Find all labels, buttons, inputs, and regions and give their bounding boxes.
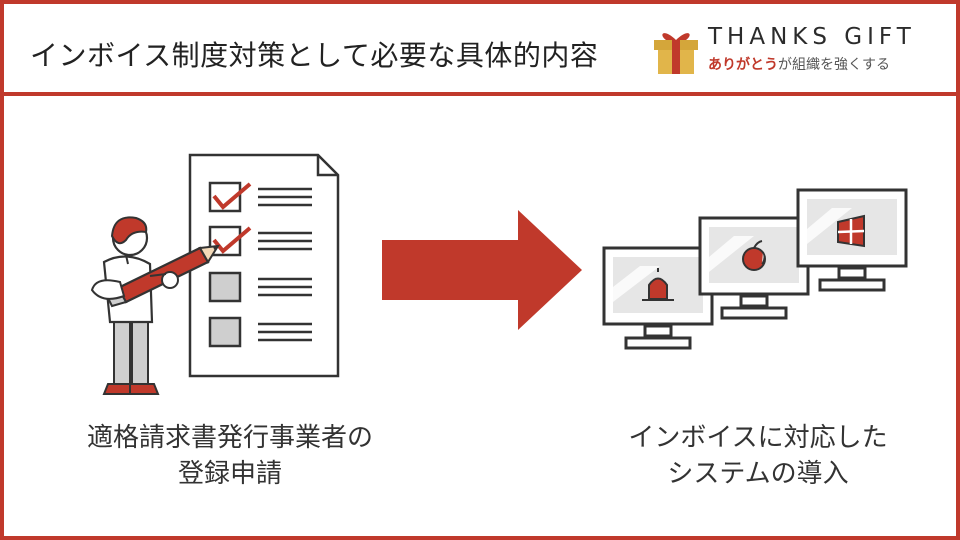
logo-tagline: ありがとうが組織を強くする <box>708 54 890 74</box>
right-caption-line-1: インボイスに対応した <box>628 423 888 453</box>
checkbox-checked-1-icon <box>208 181 252 213</box>
header-bar: インボイス制度対策として必要な具体的内容 THANKS GIFT ありがとうが組… <box>4 4 956 96</box>
page-title: インボイス制度対策として必要な具体的内容 <box>30 39 599 72</box>
checkbox-empty-1-icon <box>208 271 242 303</box>
person-with-pencil-icon <box>90 216 220 395</box>
checkbox-empty-2-icon <box>208 316 242 348</box>
thanks-gift-logo: THANKS GIFT ありがとうが組織を強くする <box>650 22 950 78</box>
left-caption: 適格請求書発行事業者の 登録申請 <box>40 420 420 492</box>
gift-box-icon <box>654 33 698 74</box>
logo-tagline-accent: ありがとう <box>708 57 778 73</box>
right-caption-line-2: システムの導入 <box>667 459 849 489</box>
logo-name: THANKS GIFT <box>708 24 916 50</box>
monitor-windows-icon <box>796 188 908 292</box>
left-caption-line-2: 登録申請 <box>177 459 282 489</box>
right-caption: インボイスに対応した システムの導入 <box>568 420 948 492</box>
left-caption-line-1: 適格請求書発行事業者の <box>86 423 373 453</box>
logo-tagline-rest: が組織を強くする <box>778 57 890 73</box>
checklist-document <box>188 153 340 378</box>
monitor-invoice-icon <box>602 246 714 350</box>
arrow-right-icon <box>382 210 582 330</box>
monitor-apple-icon <box>698 216 810 320</box>
